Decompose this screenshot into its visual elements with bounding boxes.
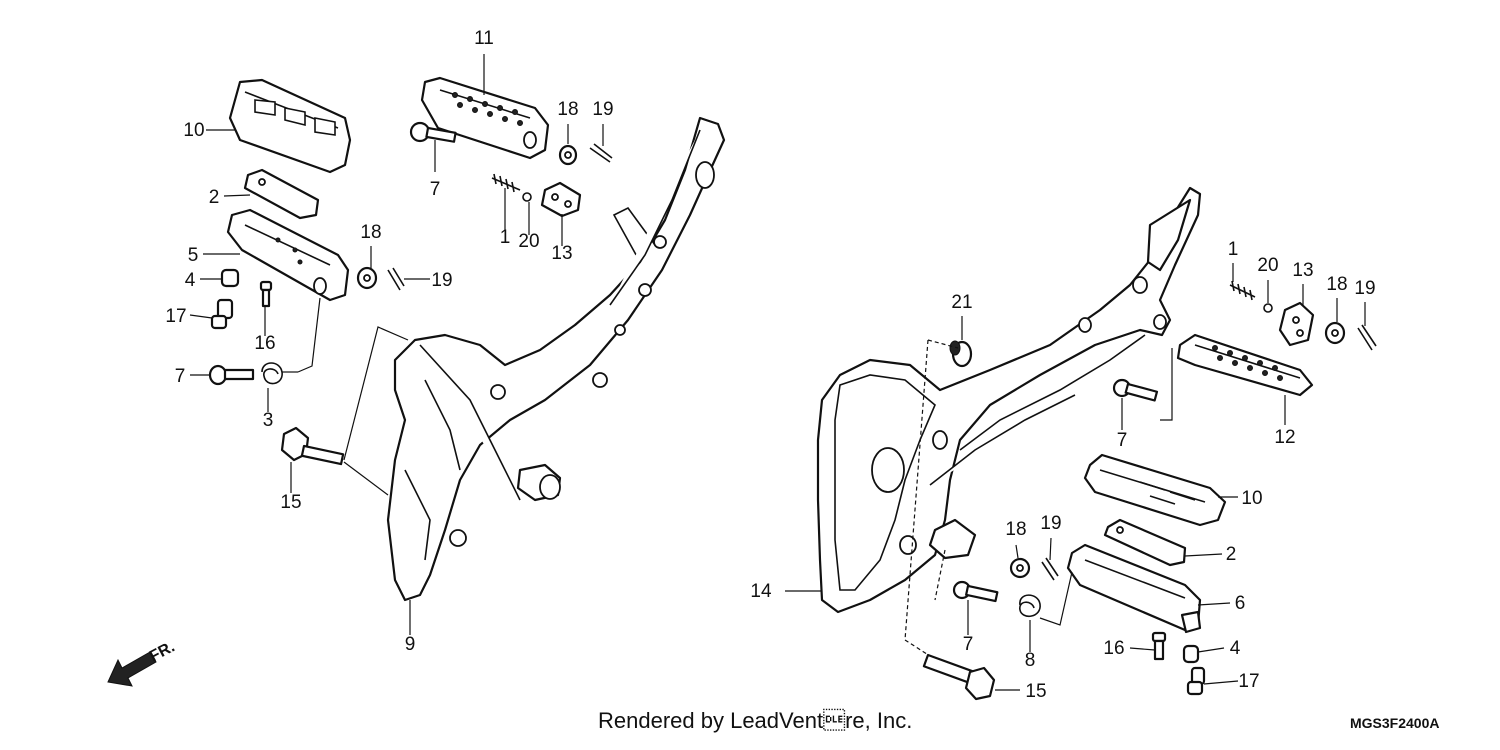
right-pillion-footpeg (1176, 333, 1314, 397)
callout-19: 19 (592, 99, 613, 120)
callout-13: 13 (1292, 260, 1313, 281)
right-leader-lines (785, 263, 1366, 691)
callout-18: 18 (360, 222, 381, 243)
callout-18: 18 (1005, 519, 1026, 540)
callout-7: 7 (175, 366, 186, 387)
callout-16: 16 (1103, 638, 1124, 659)
left-bolt-15 (280, 426, 345, 466)
left-collar (220, 268, 240, 288)
left-plate (243, 168, 320, 220)
callout-17: 17 (165, 306, 186, 327)
left-pillion-footpeg (420, 76, 550, 160)
left-step-bracket (386, 116, 726, 602)
callout-8: 8 (1025, 650, 1036, 671)
callout-7: 7 (963, 634, 974, 655)
callout-2: 2 (1226, 544, 1237, 565)
right-bolt-15 (922, 653, 996, 701)
direction-indicator: FR. (107, 638, 178, 687)
right-plate (1103, 518, 1187, 567)
right-pin-upper (1112, 378, 1159, 402)
left-cotter-19b (387, 267, 405, 291)
callout-16: 16 (254, 333, 275, 354)
right-spring-1 (1229, 280, 1256, 301)
left-pin-upper (409, 121, 457, 143)
callout-18: 18 (557, 99, 578, 120)
callout-19: 19 (431, 270, 452, 291)
right-step-bracket (816, 186, 1202, 614)
callout-13: 13 (551, 243, 572, 264)
callout-18: 18 (1326, 274, 1347, 295)
callouts-right: 1 20 13 18 19 21 7 12 10 18 19 2 14 6 7 … (750, 239, 1375, 702)
left-spring-1 (491, 173, 521, 193)
callout-10: 10 (183, 120, 204, 141)
render-credit: Rendered by LeadVentre, Inc. (598, 708, 913, 733)
callout-20: 20 (518, 231, 539, 252)
callout-17: 17 (1238, 671, 1259, 692)
callout-12: 12 (1274, 427, 1295, 448)
diagram-code: MGS3F2400A (1350, 715, 1440, 731)
callout-2: 2 (209, 187, 220, 208)
right-footpeg-rubber (1083, 453, 1227, 527)
callout-14: 14 (750, 581, 772, 602)
right-bolt-16 (1151, 631, 1167, 661)
callout-1: 1 (1228, 239, 1239, 260)
arrow-down-left-icon (107, 651, 157, 687)
left-leader-lines (189, 54, 604, 635)
right-cotter-19a (1357, 324, 1377, 351)
right-cotter-19b (1041, 557, 1059, 581)
right-detent-plate-13 (1278, 301, 1315, 347)
left-bolt-16 (259, 280, 273, 308)
callout-19: 19 (1354, 278, 1375, 299)
callout-10: 10 (1241, 488, 1262, 509)
left-spring (261, 362, 298, 385)
left-footpeg (226, 208, 350, 302)
right-spring-8 (1019, 594, 1041, 617)
right-collar (1182, 644, 1200, 664)
callout-4: 4 (1230, 638, 1241, 659)
callout-7: 7 (430, 179, 441, 200)
callout-4: 4 (185, 270, 196, 291)
right-bolt-17 (1186, 666, 1206, 696)
left-detent-plate-13 (540, 181, 582, 218)
callout-15: 15 (280, 492, 301, 513)
right-pin-lower (952, 580, 999, 603)
left-ball-20 (522, 192, 532, 202)
callout-20: 20 (1257, 255, 1278, 276)
callout-3: 3 (263, 410, 274, 431)
callout-19: 19 (1040, 513, 1061, 534)
callout-7: 7 (1117, 430, 1128, 451)
callout-21: 21 (951, 292, 972, 313)
left-footpeg-rubber (228, 78, 352, 174)
callouts-left: 11 18 19 10 7 2 18 1 20 13 5 4 19 17 16 … (165, 28, 613, 655)
left-cotter-19a (589, 143, 613, 163)
left-bolt-17 (210, 298, 234, 330)
left-pin-lower (208, 364, 255, 386)
right-ball-20 (1263, 303, 1273, 313)
callout-5: 5 (188, 245, 199, 266)
callout-9: 9 (405, 634, 416, 655)
right-grommet-21 (949, 340, 973, 368)
callout-1: 1 (500, 227, 511, 248)
callout-11: 11 (474, 28, 494, 49)
callout-6: 6 (1235, 593, 1246, 614)
right-footpeg (1066, 543, 1202, 634)
callout-15: 15 (1025, 681, 1046, 702)
